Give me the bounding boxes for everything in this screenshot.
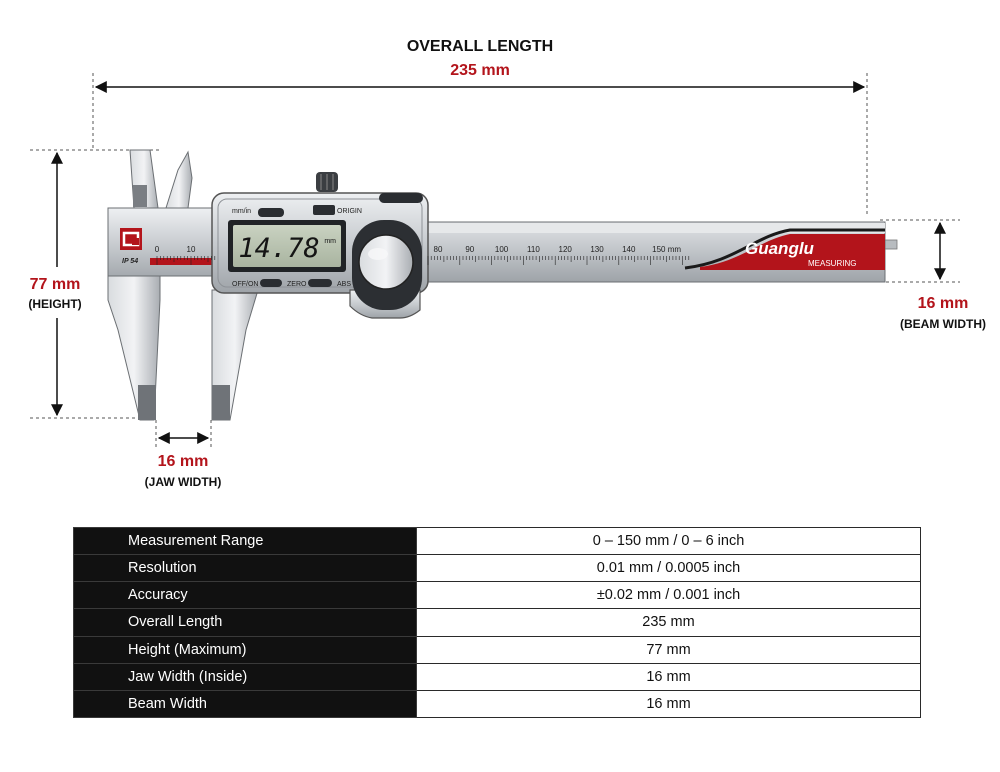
spec-label: Beam Width [73,689,417,719]
spec-value: 16 mm [416,662,921,691]
zero-button-label: ZERO [287,281,307,288]
spec-value: 0.01 mm / 0.0005 inch [416,554,921,583]
scale-label: 100 [495,245,509,254]
spec-label: Overall Length [73,608,417,637]
height-value: 77 mm [29,276,81,293]
scale-label: 130 [590,245,604,254]
spec-label: Height (Maximum) [73,635,417,664]
scale-ticks-right [427,256,690,265]
spec-row: Accuracy±0.02 mm / 0.001 inch [73,581,921,610]
unit-button[interactable] [258,208,284,217]
spec-value: 235 mm [416,608,921,637]
zero-button[interactable] [308,279,332,287]
spec-value: 77 mm [416,635,921,664]
scale-label: 10 [187,245,196,254]
jaw-width-label: (JAW WIDTH) [144,475,222,489]
overall-length-title: OVERALL LENGTH [406,38,554,55]
power-button-label: OFF/ON [232,281,258,288]
beam-width-dimension [880,219,960,283]
spec-value: ±0.02 mm / 0.001 inch [416,581,921,610]
spec-label: Jaw Width (Inside) [73,662,417,691]
fixed-jaw-tip [138,385,156,420]
origin-button[interactable] [313,205,335,215]
overall-length-value: 235 mm [450,62,510,79]
brand-name: Guanglu [745,239,815,258]
brand-subtitle: MEASURING [808,259,856,268]
power-button[interactable] [260,279,282,287]
top-right-button[interactable] [379,193,423,203]
spec-label: Measurement Range [73,526,417,556]
scale-label: 80 [434,245,443,254]
height-label: (HEIGHT) [28,297,82,311]
scale-label: 0 [155,245,160,254]
beam-width-label: (BEAM WIDTH) [900,317,986,331]
lcd-unit: mm [324,238,336,245]
origin-button-label: ORIGIN [337,208,362,215]
spec-value: 16 mm [416,689,921,719]
spec-row: Height (Maximum)77 mm [73,635,921,664]
lcd-screen [233,225,341,267]
overall-length-dimension [92,73,868,215]
jaw-width-value: 16 mm [157,453,209,470]
caliper-diagram: IP 54 14.78 mm mm/in ORIGIN OFF/ON ZERO … [30,73,960,448]
scale-label: 140 [622,245,636,254]
brand-logo-icon [120,228,142,250]
scale-ticks-left [156,256,216,265]
spec-row: Jaw Width (Inside)16 mm [73,662,921,691]
scale-label: 150 mm [652,245,681,254]
scale-label: 110 [527,245,540,254]
spec-label: Accuracy [73,581,417,610]
lcd-reading: 14.78 [238,233,319,264]
ip-rating: IP 54 [122,258,138,265]
unit-button-label: mm/in [232,208,251,215]
beam-width-value: 16 mm [917,295,969,312]
moving-inner-jaw [165,150,193,209]
jaw-width-dimension [155,420,212,448]
scale-label: 90 [465,245,474,254]
fine-adjust-roller[interactable] [358,234,414,290]
spec-value: 0 – 150 mm / 0 – 6 inch [416,526,921,556]
brand-stripe [700,234,885,270]
scale-label: 120 [559,245,573,254]
abs-button-label: ABS [337,281,351,288]
spec-label: Resolution [73,554,417,583]
